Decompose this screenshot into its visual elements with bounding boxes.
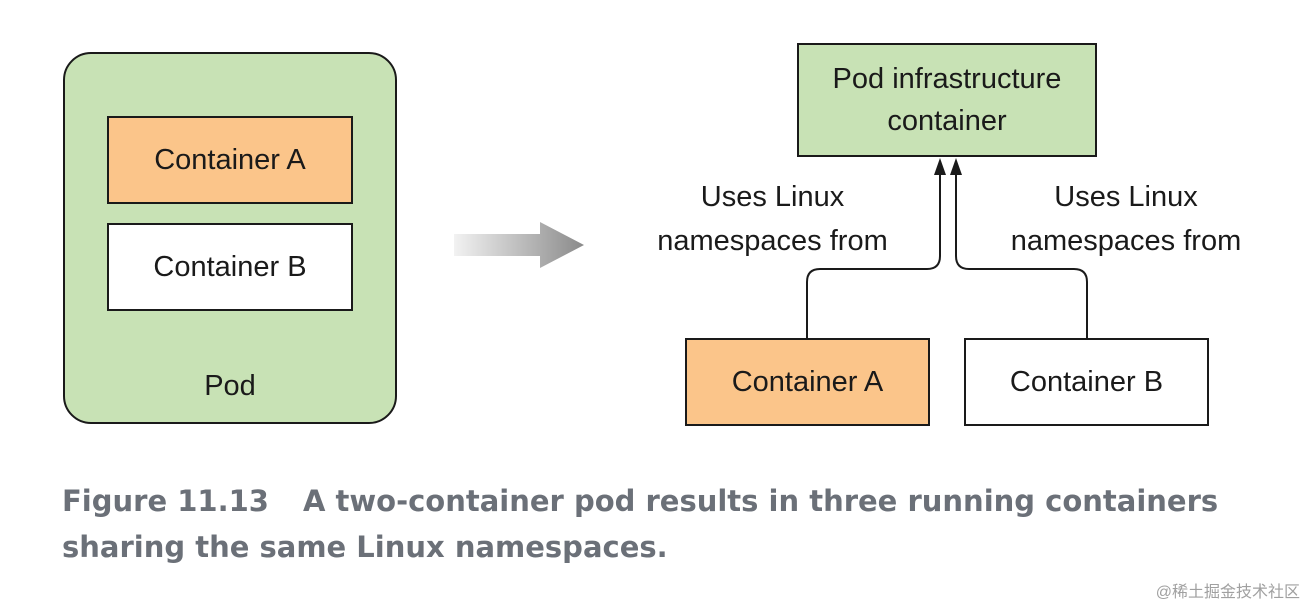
infra-container-label-line1: Pod infrastructure (832, 62, 1062, 95)
figure-number: Figure 11.13 (62, 484, 269, 518)
uses-left-line1: Uses Linux (700, 181, 845, 213)
pod-container-b-label: Container B (153, 250, 307, 283)
figure-caption: Figure 11.13 A two-container pod results … (62, 478, 1262, 570)
uses-left-line2: namespaces from (657, 225, 888, 257)
uses-namespaces-left-label: Uses Linux namespaces from (640, 175, 905, 263)
connector-a-to-infra (806, 172, 941, 338)
running-container-a-box: Container A (685, 338, 930, 426)
pod-container-a-box: Container A (107, 116, 353, 204)
uses-namespaces-right-label: Uses Linux namespaces from (992, 175, 1260, 263)
watermark: @稀土掘金技术社区 (1155, 584, 1300, 601)
transform-arrow-icon (454, 222, 584, 268)
infra-container-box: Pod infrastructure container (797, 43, 1097, 157)
pod-label: Pod (204, 369, 256, 402)
caption-text-line2: sharing the same Linux namespaces. (62, 530, 668, 564)
connector-b-arrowhead-icon (950, 158, 962, 175)
running-container-a-label: Container A (731, 365, 884, 398)
pod-label-wrap: Pod (63, 362, 397, 410)
caption-text-line1: A two-container pod results in three run… (302, 484, 1219, 518)
infra-container-label-line2: container (887, 105, 1007, 137)
uses-right-line1: Uses Linux (1054, 181, 1198, 213)
running-container-b-label: Container B (1009, 365, 1164, 398)
running-container-b-box: Container B (964, 338, 1209, 426)
uses-right-line2: namespaces from (1010, 225, 1242, 257)
caption-line1: Figure 11.13 A two-container pod results … (62, 478, 1262, 524)
connector-a-arrowhead-icon (934, 158, 946, 175)
pod-container-a-label: Container A (154, 143, 306, 176)
pod-container-b-box: Container B (107, 223, 353, 311)
connector-b-to-infra (955, 172, 1088, 338)
